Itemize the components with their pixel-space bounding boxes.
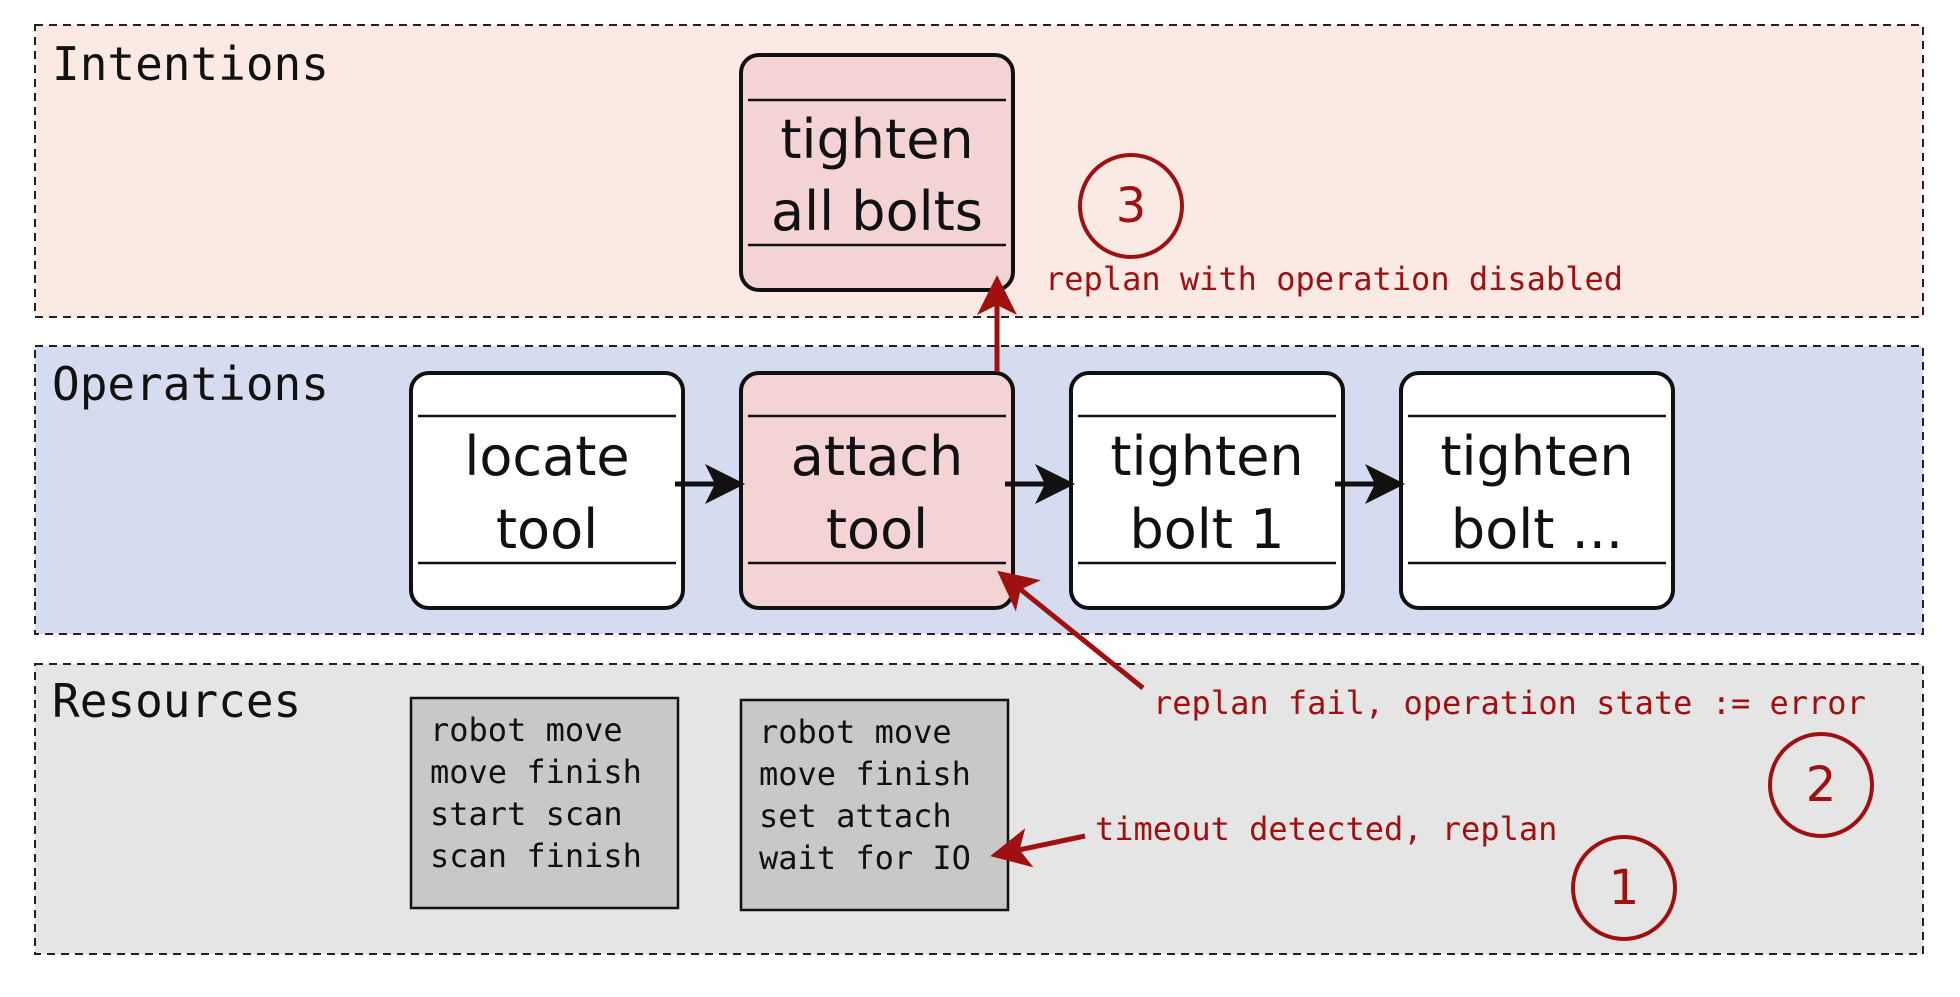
operation-box-tighten-bolt-more[interactable]: tighten bolt ... <box>1399 371 1675 610</box>
operation-box-frame <box>1399 371 1675 610</box>
annotation-replan-disabled: replan with operation disabled <box>1045 260 1623 298</box>
resource-line: robot move <box>759 713 952 751</box>
red-arrow-timeout-to-resource <box>990 828 1086 868</box>
step-3-number: 3 <box>1116 178 1147 234</box>
resource-box-locate[interactable]: robot move move finish start scan scan f… <box>409 696 680 910</box>
resource-line: set attach <box>759 797 952 835</box>
step-1-number: 1 <box>1609 860 1640 916</box>
operation-box-line1: tighten <box>1440 425 1633 488</box>
resource-line: robot move <box>430 711 623 749</box>
lane-operations-title: Operations <box>52 357 329 411</box>
intention-box-tighten-all-bolts[interactable]: tighten all bolts <box>739 53 1015 292</box>
operation-box-line1: locate <box>464 425 629 488</box>
lane-resources-title: Resources <box>52 674 301 728</box>
step-3-circle <box>1078 153 1184 259</box>
operation-box-line1: attach <box>791 425 963 488</box>
operation-box-line2: bolt 1 <box>1129 498 1284 561</box>
resource-box-frame <box>409 696 680 910</box>
annotation-replan-fail: replan fail, operation state := error <box>1153 684 1866 722</box>
intention-box-frame <box>739 53 1015 292</box>
operation-box-frame <box>739 371 1015 610</box>
lane-intentions-title: Intentions <box>52 37 329 91</box>
step-3-marker: 3 <box>1078 153 1184 259</box>
step-2-circle <box>1768 732 1874 838</box>
resource-line: start scan <box>430 795 623 833</box>
step-1-marker: 1 <box>1571 835 1677 941</box>
operation-box-line1: tighten <box>1110 425 1303 488</box>
operation-box-locate-tool[interactable]: locate tool <box>409 371 685 610</box>
operation-box-attach-tool[interactable]: attach tool <box>739 371 1015 610</box>
red-arrow-error-to-operation <box>997 570 1145 690</box>
resource-box-attach[interactable]: robot move move finish set attach wait f… <box>739 698 1010 912</box>
operation-box-line2: tool <box>496 498 598 561</box>
operation-box-line2: bolt ... <box>1451 498 1623 561</box>
operation-box-line2: tool <box>826 498 928 561</box>
annotation-timeout: timeout detected, replan <box>1095 810 1557 848</box>
resource-line: scan finish <box>430 837 642 875</box>
operation-box-frame <box>1069 371 1345 610</box>
resource-line: wait for IO <box>759 839 971 877</box>
resource-line: move finish <box>759 755 971 793</box>
step-1-circle <box>1571 835 1677 941</box>
operation-box-frame <box>409 371 685 610</box>
step-2-number: 2 <box>1806 757 1837 813</box>
resource-box-frame <box>739 698 1010 912</box>
resource-line: move finish <box>430 753 642 791</box>
operation-box-tighten-bolt-1[interactable]: tighten bolt 1 <box>1069 371 1345 610</box>
step-2-marker: 2 <box>1768 732 1874 838</box>
intention-box-line2: all bolts <box>771 180 983 243</box>
intention-box-line1: tighten <box>780 108 973 171</box>
